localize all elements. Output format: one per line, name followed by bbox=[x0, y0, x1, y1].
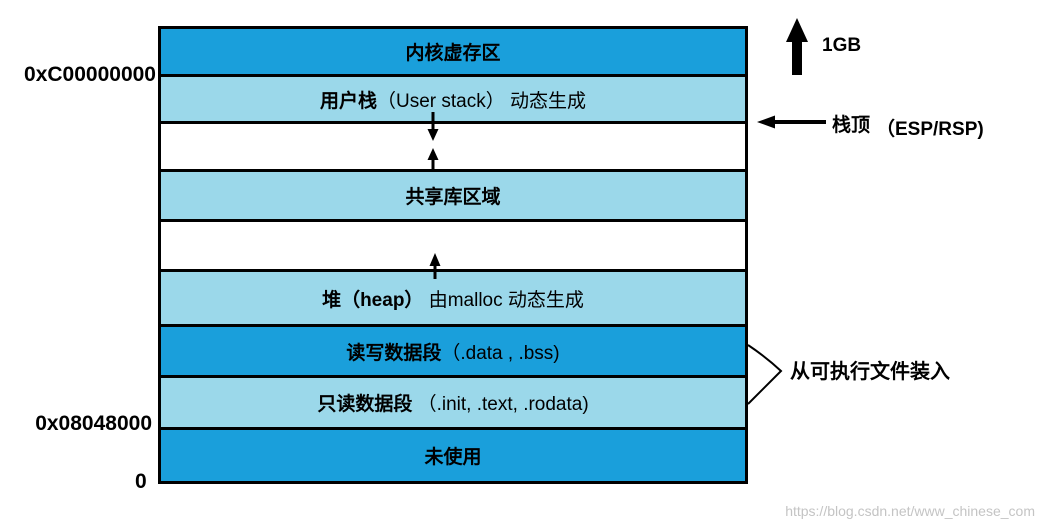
region-text: 共享库区域 bbox=[405, 186, 500, 210]
kernel-size-up-arrow-icon bbox=[786, 18, 808, 75]
region-shared-libraries: 共享库区域 bbox=[158, 169, 748, 222]
region-text: 用户栈（User stack） 动态生成 bbox=[320, 90, 586, 114]
region-read-write-data: 读写数据段（.data , .bss) bbox=[158, 324, 748, 378]
address-program-start: 0x08048000 bbox=[35, 412, 152, 435]
region-heap: 堆（heap） 由malloc 动态生成 bbox=[158, 269, 748, 327]
region-label: 共享库区域 bbox=[405, 187, 501, 208]
address-zero: 0 bbox=[135, 470, 147, 493]
region-detail: （User stack） 动态生成 bbox=[376, 90, 587, 112]
region-text: 堆（heap） 由malloc 动态生成 bbox=[322, 289, 584, 313]
stack-pointer-label: （ESP/RSP) bbox=[876, 119, 984, 140]
region-label: 读写数据段 bbox=[346, 342, 442, 364]
region-text: 读写数据段（.data , .bss) bbox=[346, 342, 559, 366]
region-read-only-data: 只读数据段 （.init, .text, .rodata) bbox=[158, 375, 748, 430]
region-free-gap-heap bbox=[158, 219, 748, 272]
loaded-sections-bracket bbox=[747, 344, 783, 405]
region-detail: 由malloc 动态生成 bbox=[423, 289, 584, 311]
region-detail: （.data , .bss) bbox=[441, 342, 560, 364]
region-text: 只读数据段 （.init, .text, .rodata) bbox=[317, 393, 588, 417]
stack-top-label: 栈顶 bbox=[832, 115, 871, 136]
region-label: 堆（heap） bbox=[322, 289, 424, 311]
region-user-stack: 用户栈（User stack） 动态生成 bbox=[158, 74, 748, 124]
kernel-size-label: 1GB bbox=[822, 35, 862, 56]
watermark-url: https://blog.csdn.net/www_chinese_com bbox=[785, 503, 1035, 519]
region-text: 内核虚存区 bbox=[405, 42, 500, 66]
stack-top-pointer-arrow-icon bbox=[757, 115, 826, 129]
region-detail: （.init, .text, .rodata) bbox=[412, 394, 589, 415]
address-kernel-start: 0xC00000000 bbox=[24, 63, 156, 86]
region-text: 未使用 bbox=[424, 446, 481, 470]
region-label: 只读数据段 bbox=[317, 394, 413, 415]
region-label: 用户栈 bbox=[319, 90, 377, 112]
region-kernel-virtual-memory: 内核虚存区 bbox=[158, 26, 748, 77]
region-unused: 未使用 bbox=[158, 427, 748, 484]
region-free-gap-stack bbox=[158, 121, 748, 172]
region-label: 内核虚存区 bbox=[405, 43, 501, 64]
region-label: 未使用 bbox=[424, 447, 482, 468]
loaded-from-executable-label: 从可执行文件装入 bbox=[790, 361, 950, 383]
